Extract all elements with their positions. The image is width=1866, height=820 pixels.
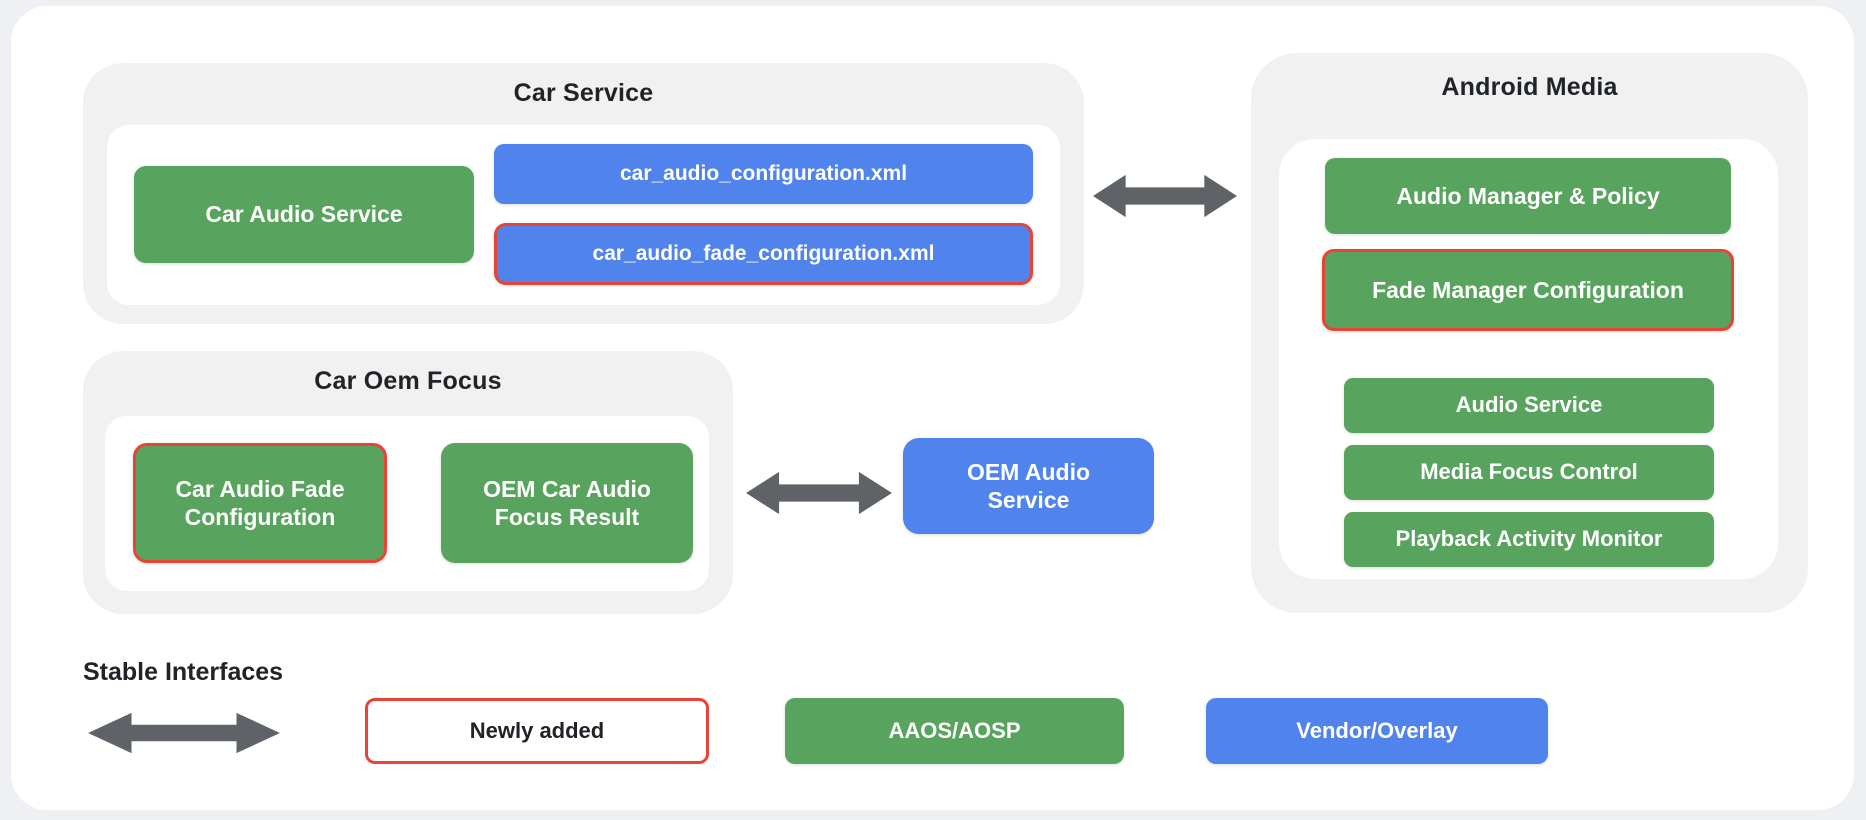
double-arrow-icon (88, 711, 280, 755)
audio-manager-policy-label: Audio Manager & Policy (1396, 182, 1660, 209)
car-audio-service-label: Car Audio Service (205, 201, 403, 228)
car-oem-focus-group: Car Oem Focus Car Audio Fade Configurati… (83, 351, 733, 614)
playback-activity-monitor-label: Playback Activity Monitor (1395, 526, 1663, 552)
car-audio-fade-configuration-box: Car Audio Fade Configuration (133, 443, 387, 563)
media-focus-control-box: Media Focus Control (1344, 445, 1714, 500)
audio-service-label: Audio Service (1455, 392, 1603, 418)
car-service-group: Car Service Car Audio Service car_audio_… (83, 63, 1084, 324)
legend-newly-added-box: Newly added (365, 698, 709, 764)
oem-audio-service-box: OEM Audio Service (903, 438, 1154, 534)
audio-service-box: Audio Service (1344, 378, 1714, 433)
fade-manager-configuration-box: Fade Manager Configuration (1322, 249, 1734, 331)
playback-activity-monitor-box: Playback Activity Monitor (1344, 512, 1714, 567)
car-audio-fade-configuration-xml-label: car_audio_fade_configuration.xml (592, 242, 935, 266)
legend-aaos-aosp-box: AAOS/AOSP (785, 698, 1124, 764)
stable-interfaces-label: Stable Interfaces (83, 658, 284, 686)
double-arrow-icon (1093, 173, 1237, 219)
double-arrow-icon (746, 470, 892, 516)
car-service-title: Car Service (513, 79, 654, 107)
car-audio-fade-configuration-label: Car Audio Fade Configuration (175, 475, 345, 530)
car-audio-service-box: Car Audio Service (134, 166, 474, 263)
legend-newly-added-label: Newly added (469, 717, 605, 743)
legend-vendor-overlay-box: Vendor/Overlay (1206, 698, 1548, 764)
android-media-group: Android Media Audio Manager & Policy Fad… (1251, 53, 1808, 613)
oem-car-audio-focus-result-label: OEM Car Audio Focus Result (483, 475, 651, 530)
oem-audio-service-label: OEM Audio Service (966, 458, 1091, 513)
car-audio-fade-configuration-xml-box: car_audio_fade_configuration.xml (494, 223, 1033, 285)
car-audio-configuration-xml-box: car_audio_configuration.xml (494, 144, 1033, 204)
audio-manager-policy-box: Audio Manager & Policy (1325, 158, 1731, 234)
legend-aaos-aosp-label: AAOS/AOSP (888, 717, 1021, 743)
car-audio-configuration-xml-label: car_audio_configuration.xml (619, 162, 908, 186)
diagram-card: Car Service Car Audio Service car_audio_… (11, 6, 1854, 810)
fade-manager-configuration-label: Fade Manager Configuration (1372, 276, 1684, 303)
media-focus-control-label: Media Focus Control (1420, 459, 1638, 485)
android-media-title: Android Media (1441, 73, 1618, 101)
oem-car-audio-focus-result-box: OEM Car Audio Focus Result (441, 443, 693, 563)
car-oem-focus-title: Car Oem Focus (314, 367, 502, 395)
legend-vendor-overlay-label: Vendor/Overlay (1296, 717, 1458, 743)
